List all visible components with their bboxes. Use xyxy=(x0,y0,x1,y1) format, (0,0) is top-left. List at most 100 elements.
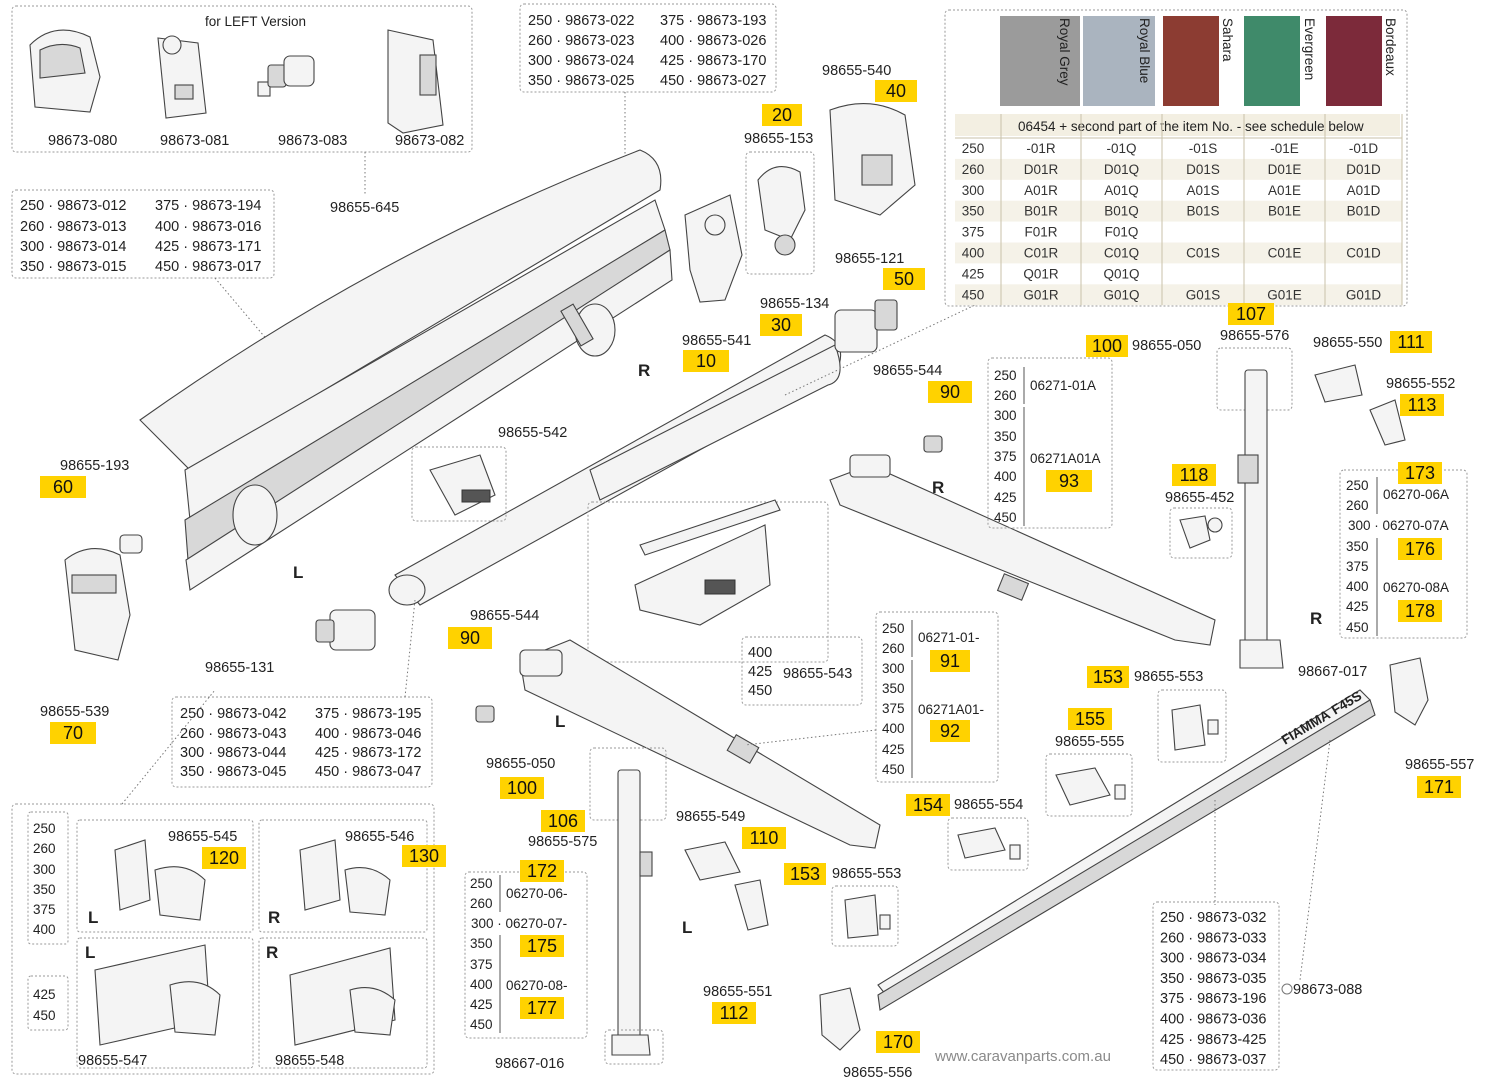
center-bracket-icon xyxy=(429,454,496,516)
part-number: 98655-553 xyxy=(832,866,901,882)
clip-icon xyxy=(684,841,741,881)
table-cell: 375 · 98673-193 xyxy=(660,13,766,29)
callout-badge: 92 xyxy=(930,720,970,742)
side-letter: R xyxy=(268,908,280,927)
wall-bracket-icon xyxy=(114,839,206,921)
size-label: 375 xyxy=(882,701,905,716)
size-label: 260 xyxy=(882,641,905,656)
roller-end-gear-icon xyxy=(834,299,898,353)
right-arm xyxy=(829,454,1216,646)
callout-badge: 176 xyxy=(1398,538,1442,560)
catch-cover-icon xyxy=(1055,767,1126,806)
size-label: 425 xyxy=(882,742,905,757)
callout-badge: 30 xyxy=(760,314,802,336)
end-bracket-bar-left-icon xyxy=(819,987,861,1051)
svg-text:153: 153 xyxy=(790,864,820,884)
svg-text:112: 112 xyxy=(720,1003,749,1023)
left-version-title: for LEFT Version xyxy=(205,14,306,29)
size-label: 350 xyxy=(470,936,493,951)
part-number: 98655-575 xyxy=(528,834,597,850)
callout-badge: 153 xyxy=(1087,666,1129,688)
color-name: Sahara xyxy=(1220,18,1235,62)
fabric-code: G01S xyxy=(1186,287,1221,302)
part-number: 98655-550 xyxy=(1313,335,1382,351)
table-cell: 250 · 98673-032 xyxy=(1160,910,1266,926)
bushing-icon xyxy=(119,534,143,554)
svg-text:176: 176 xyxy=(1405,539,1435,559)
size-label: 350 xyxy=(994,429,1017,444)
rack-assembly-icon xyxy=(634,499,781,626)
catch-small-icon xyxy=(957,827,1021,860)
size-label: 250 xyxy=(470,876,493,891)
size-label: 300 xyxy=(882,661,905,676)
size-label: 400 xyxy=(748,645,772,661)
wall-bracket-icon xyxy=(94,944,221,1046)
part-number: 98655-542 xyxy=(498,425,567,441)
svg-text:90: 90 xyxy=(940,382,960,402)
size-label: 400 xyxy=(470,977,493,992)
size-label: 375 xyxy=(962,225,985,240)
size-label: 250 xyxy=(1346,478,1369,493)
right-leg xyxy=(1237,369,1284,669)
part-number: 98655-544 xyxy=(470,608,539,624)
callout-badge: 175 xyxy=(520,935,564,957)
size-label: 375 xyxy=(470,957,493,972)
part-number: 98655-544 xyxy=(873,363,942,379)
fabric-code: B01Q xyxy=(1104,204,1139,219)
fabric-code: Q01R xyxy=(1023,266,1059,281)
part-number: 98673-088 xyxy=(1293,982,1362,998)
fabric-code: -01E xyxy=(1270,141,1299,156)
plus-marker-icon xyxy=(1281,983,1293,995)
svg-text:113: 113 xyxy=(1408,395,1437,415)
svg-text:107: 107 xyxy=(1236,304,1266,324)
table-cell: 375 · 98673-196 xyxy=(1160,991,1266,1007)
callout-badge: 70 xyxy=(50,722,96,744)
fabric-table: Royal Grey Royal Blue Sahara Evergreen B… xyxy=(944,9,1408,307)
callout-badge: 177 xyxy=(520,997,564,1019)
size-label: 250 xyxy=(962,141,985,156)
svg-text:110: 110 xyxy=(750,828,779,848)
table-cell: 400 · 98673-046 xyxy=(315,726,421,742)
table-cell: 350 · 98673-025 xyxy=(528,73,634,89)
lever-icon xyxy=(734,879,769,931)
callout-badge: 90 xyxy=(928,381,972,403)
color-name: Royal Grey xyxy=(1057,18,1072,86)
fabric-swatch-sahara xyxy=(1163,16,1219,106)
svg-text:70: 70 xyxy=(63,723,83,743)
wall-bracket-icon xyxy=(299,839,391,916)
part-number: 98655-549 xyxy=(676,809,745,825)
size-label: 300 xyxy=(33,862,56,877)
size-label: 425 xyxy=(33,987,56,1002)
part-number: 98655-153 xyxy=(744,131,813,147)
table-cell: 350 · 98673-015 xyxy=(20,259,126,275)
svg-text:177: 177 xyxy=(527,998,557,1018)
fabric-swatch-evergreen xyxy=(1244,16,1300,106)
part-number: 06271A01A xyxy=(1030,451,1101,466)
gear-shaft-icon xyxy=(257,55,315,97)
catch-icon xyxy=(844,894,891,939)
table-cell: 375 · 98673-194 xyxy=(155,198,261,214)
size-label: 300 xyxy=(962,183,985,198)
table-cell: 425 · 98673-170 xyxy=(660,53,766,69)
part-number: 98667-016 xyxy=(495,1056,564,1072)
svg-text:173: 173 xyxy=(1405,463,1435,483)
fabric-code: G01R xyxy=(1023,287,1059,302)
knob-icon xyxy=(1179,515,1223,549)
side-letter: R xyxy=(932,478,944,497)
color-name: Bordeaux xyxy=(1383,18,1398,76)
fabric-code: A01Q xyxy=(1104,183,1139,198)
callout-badge: 60 xyxy=(40,476,86,498)
row-band xyxy=(955,200,1402,222)
size-label: 375 xyxy=(1346,559,1369,574)
size-label: 260 xyxy=(1346,498,1369,513)
part-number: 98655-193 xyxy=(60,458,129,474)
end-bracket-right-icon xyxy=(829,103,916,216)
fabric-code: G01D xyxy=(1346,287,1382,302)
table-cell: 425 · 98673-171 xyxy=(155,239,261,255)
table-cell: 400 · 98673-026 xyxy=(660,33,766,49)
end-bracket-bar-icon xyxy=(1389,657,1429,726)
callout-badge: 120 xyxy=(202,847,246,869)
callout-badge: 100 xyxy=(1086,335,1128,357)
